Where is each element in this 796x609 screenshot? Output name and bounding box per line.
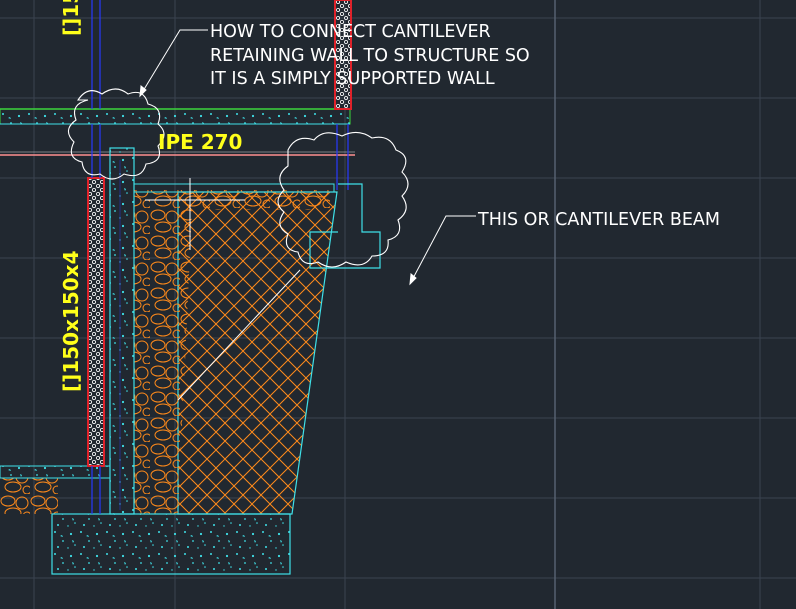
column-label: []150x150x4 (59, 251, 83, 393)
retained-soil-backfill (177, 191, 338, 515)
note-question-line-2: RETAINING WALL TO STRUCTURE SO (210, 46, 530, 66)
steel-column-lower (87, 177, 105, 467)
ipe-beam-line (0, 151, 355, 156)
callout-leader-option (409, 215, 476, 286)
note-option: THIS OR CANTILEVER BEAM (477, 210, 720, 230)
revision-cloud-right (277, 131, 409, 268)
leader-lines (145, 178, 301, 401)
revision-cloud-left (67, 88, 165, 180)
lower-left-soil (0, 477, 110, 514)
retaining-wall-stem (109, 147, 135, 515)
cantilever-beam-bracket (309, 183, 381, 269)
lower-left-slab (0, 465, 111, 479)
column-label-top-fragment: []15 (59, 0, 83, 36)
callout-leader-question (139, 29, 208, 98)
retaining-wall-footing (51, 513, 291, 575)
note-question-line-1: HOW TO CONNECT CANTILEVER (210, 22, 491, 42)
steel-column-upper (334, 0, 352, 110)
upper-floor-slab (0, 108, 351, 125)
beam-label: IPE 270 (158, 130, 242, 154)
note-question-line-3: IT IS A SIMPLY SUPPORTED WALL (210, 69, 495, 89)
